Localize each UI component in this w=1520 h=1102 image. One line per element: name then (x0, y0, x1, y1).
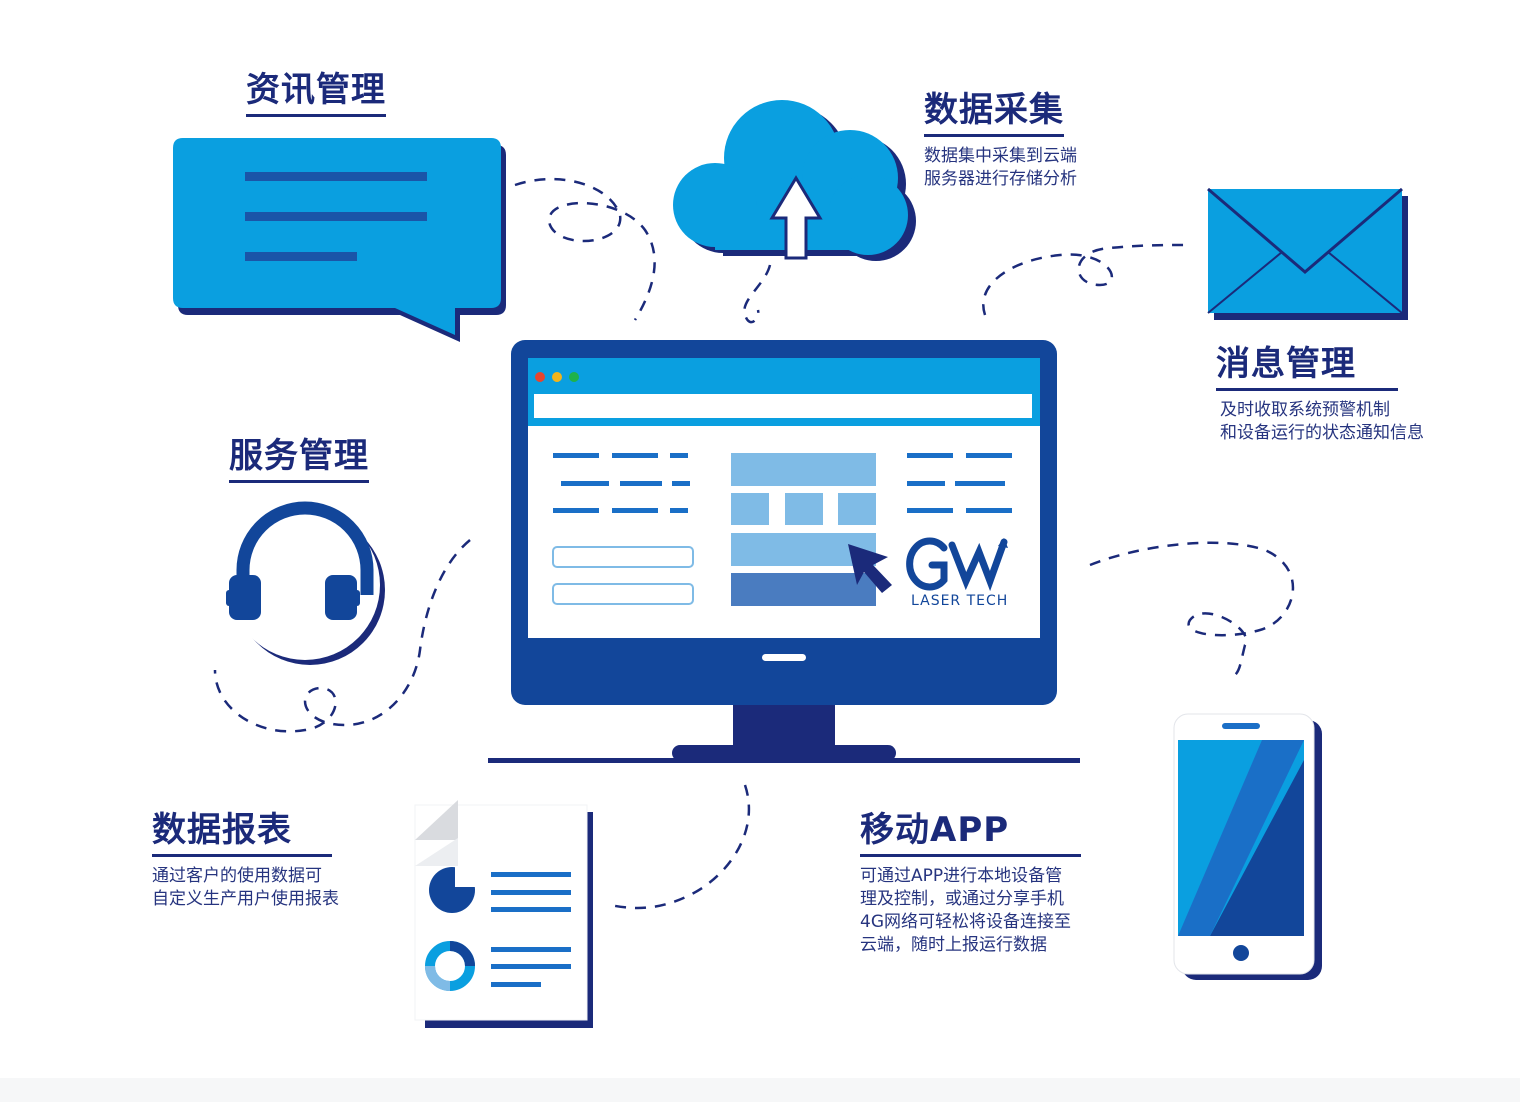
cursor-icon (848, 544, 892, 593)
logo-subtitle: LASER TECH (911, 593, 1009, 609)
mobile-app-node: 移动APP 可通过APP进行本地设备管 理及控制，或通过分享手机 4G网络可轻松… (860, 810, 1082, 957)
message-management-desc-line: 及时收取系统预警机制 (1220, 400, 1390, 420)
message-management-node: 消息管理 及时收取系统预警机制 和设备运行的状态通知信息 (1216, 344, 1424, 445)
connectors (213, 177, 1295, 910)
headset-icon (226, 501, 385, 665)
bottom-strip (0, 1078, 1520, 1102)
message-management-desc-line: 和设备运行的状态通知信息 (1220, 423, 1424, 443)
data-collection-desc: 数据集中采集到云端 服务器进行存储分析 (924, 145, 1077, 191)
service-management-title: 服务管理 (229, 436, 369, 483)
service-management-node: 服务管理 (229, 436, 369, 483)
message-management-desc: 及时收取系统预警机制 和设备运行的状态通知信息 (1216, 399, 1424, 445)
data-reports-desc: 通过客户的使用数据可 自定义生产用户使用报表 (152, 865, 339, 911)
message-management-title: 消息管理 (1216, 344, 1398, 391)
envelope-icon (1207, 187, 1408, 320)
mobile-app-desc: 可通过APP进行本地设备管 理及控制，或通过分享手机 4G网络可轻松将设备连接至… (860, 865, 1081, 957)
monitor-icon (488, 340, 1080, 763)
report-document-icon (414, 800, 593, 1028)
mobile-app-desc-line: 理及控制，或通过分享手机 (860, 889, 1064, 909)
cloud-upload-icon (673, 100, 916, 261)
mobile-app-desc-line: 4G网络可轻松将设备连接至 (860, 912, 1071, 932)
connector-message (982, 243, 1186, 316)
mobile-app-desc-line: 云端，随时上报运行数据 (860, 935, 1047, 955)
data-collection-desc-line: 服务器进行存储分析 (924, 169, 1077, 189)
data-collection-title: 数据采集 (924, 90, 1064, 137)
data-collection-node: 数据采集 数据集中采集到云端 服务器进行存储分析 (924, 90, 1077, 191)
data-reports-desc-line: 自定义生产用户使用报表 (152, 889, 339, 909)
chat-bubble-icon (173, 138, 506, 342)
connector-reports (609, 784, 751, 910)
data-reports-node: 数据报表 通过客户的使用数据可 自定义生产用户使用报表 (152, 810, 339, 911)
connector-mobile (1089, 541, 1295, 676)
smartphone-icon (1173, 713, 1322, 980)
info-management-title: 资讯管理 (246, 70, 386, 117)
data-reports-desc-line: 通过客户的使用数据可 (152, 866, 322, 886)
info-management-node: 资讯管理 (246, 70, 386, 117)
mobile-app-title: 移动APP (860, 810, 1082, 857)
data-reports-title: 数据报表 (152, 810, 332, 857)
data-collection-desc-line: 数据集中采集到云端 (924, 146, 1077, 166)
connector-info (514, 177, 656, 321)
mobile-app-desc-line: 可通过APP进行本地设备管 (860, 866, 1063, 886)
gw-logo-icon (906, 537, 1008, 592)
connector-service (213, 539, 471, 733)
connector-cloud (743, 264, 772, 324)
